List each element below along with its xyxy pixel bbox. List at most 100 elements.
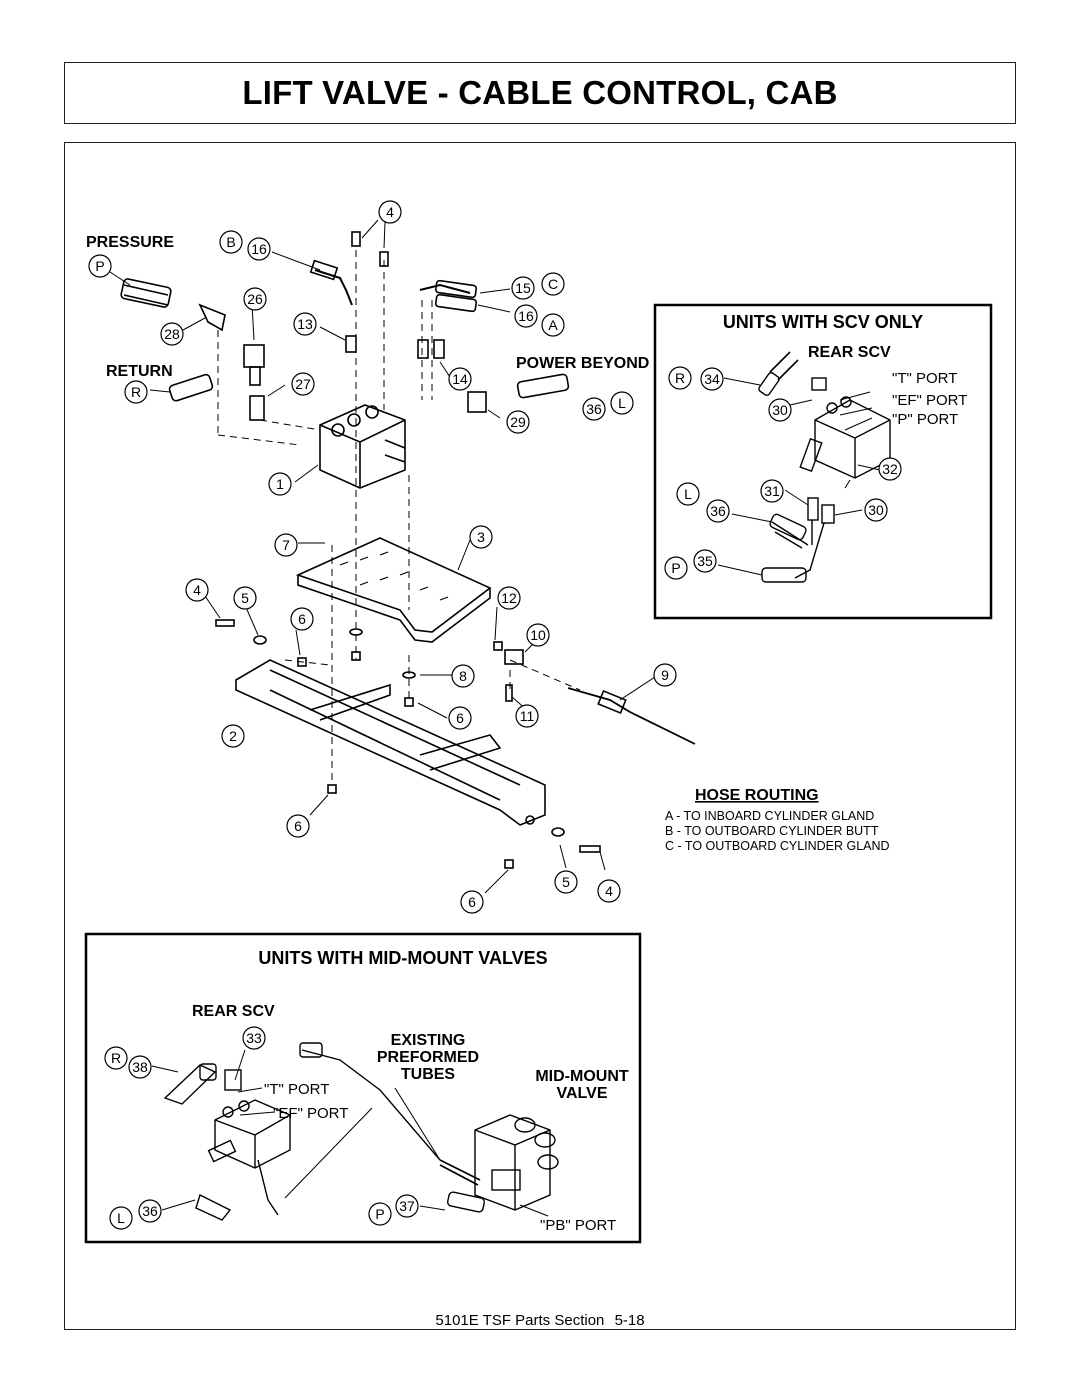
- main-callout-circle: [506, 410, 530, 434]
- main-callout-circle: [221, 724, 245, 748]
- mid-callout-label: L: [117, 1210, 125, 1226]
- main-callout-circle: [554, 870, 578, 894]
- main-callout-label: 3: [477, 529, 485, 545]
- main-callout-label: 12: [501, 590, 517, 606]
- scv-callout-label: 36: [710, 503, 726, 519]
- mid-callout-label: R: [111, 1050, 121, 1066]
- main-callout-circle: [124, 380, 148, 404]
- scv-callout-label: 32: [882, 461, 898, 477]
- scv-callout-label: 34: [704, 371, 720, 387]
- power-beyond-label: POWER BEYOND: [516, 355, 649, 372]
- mid-mount-box: [84, 932, 642, 1244]
- main-callout-label: 5: [241, 590, 249, 606]
- scv-callout-circle: [864, 498, 888, 522]
- main-callout-circle: [582, 397, 606, 421]
- mid-callout-circle: [395, 1194, 419, 1218]
- page-title: LIFT VALVE - CABLE CONTROL, CAB: [242, 74, 838, 111]
- main-callout-circle: [448, 367, 472, 391]
- main-callout-label: 8: [459, 668, 467, 684]
- mid-rear-scv-label: REAR SCV: [192, 1003, 275, 1020]
- hose-routing-line-a: A - TO INBOARD CYLINDER GLAND: [665, 809, 874, 823]
- main-callout-label: 4: [605, 883, 613, 899]
- main-callout-label: 14: [452, 371, 468, 387]
- main-callout-circle: [541, 272, 565, 296]
- mid-callout-circle: [368, 1202, 392, 1226]
- scv-callout-circle: [878, 457, 902, 481]
- hose-routing-line-b: B - TO OUTBOARD CYLINDER BUTT: [665, 824, 879, 838]
- main-callout-label: 7: [282, 537, 290, 553]
- main-callout-circle: [274, 533, 298, 557]
- main-callout-label: 1: [276, 476, 284, 492]
- scv-box-title: UNITS WITH SCV ONLY: [723, 312, 923, 332]
- scv-callout-circle: [760, 479, 784, 503]
- main-callout-label: 16: [251, 241, 267, 257]
- hose-routing-line-c: C - TO OUTBOARD CYLINDER GLAND: [665, 839, 890, 853]
- main-callout-circle: [247, 237, 271, 261]
- main-callout-label: B: [226, 234, 235, 250]
- mid-callout-label: 38: [132, 1059, 148, 1075]
- main-callout-label: R: [131, 384, 141, 400]
- main-callout-circle: [511, 276, 535, 300]
- mid-pb-port-label: "PB" PORT: [540, 1217, 616, 1234]
- main-callout-label: 9: [661, 667, 669, 683]
- scv-callout-label: 30: [772, 402, 788, 418]
- main-callout-circle: [233, 586, 257, 610]
- main-callout-label: 4: [193, 582, 201, 598]
- scv-rear-scv-label: REAR SCV: [808, 344, 891, 361]
- main-callout-circle: [293, 312, 317, 336]
- diagram-frame: [64, 142, 1016, 1330]
- scv-callout-circle: [668, 366, 692, 390]
- main-callout-label: 5: [562, 874, 570, 890]
- scv-callout-label: 35: [697, 553, 713, 569]
- scv-only-drawing: [717, 351, 891, 583]
- existing-label: EXISTING: [391, 1032, 466, 1049]
- scv-callout-circle: [706, 499, 730, 523]
- main-callout-circle: [653, 663, 677, 687]
- main-callout-circle: [291, 372, 315, 396]
- main-callout-circle: [541, 313, 565, 337]
- main-callout-circle: [290, 607, 314, 631]
- main-callout-label: 28: [164, 326, 180, 342]
- mid-mount-box-title: UNITS WITH MID-MOUNT VALVES: [258, 948, 547, 968]
- preformed-label: PREFORMED: [377, 1049, 479, 1066]
- main-callout-label: 2: [229, 728, 237, 744]
- main-callout-label: 10: [530, 627, 546, 643]
- main-callout-circle: [514, 304, 538, 328]
- main-callout-circle: [286, 814, 310, 838]
- main-callout-circle: [469, 525, 493, 549]
- main-callout-label: 6: [294, 818, 302, 834]
- main-callout-label: A: [548, 317, 558, 333]
- main-callout-label: 4: [386, 204, 394, 220]
- scv-callout-label: 30: [868, 502, 884, 518]
- main-callout-label: 26: [247, 291, 263, 307]
- main-callout-label: 36: [586, 401, 602, 417]
- main-callout-circle: [515, 704, 539, 728]
- mid-callout-label: 33: [246, 1030, 262, 1046]
- mid-ef-port-label: "EF" PORT: [273, 1105, 348, 1122]
- tubes-label: TUBES: [401, 1066, 456, 1083]
- scv-callout-circle: [664, 556, 688, 580]
- main-callout-label: 13: [297, 316, 313, 332]
- scv-callout-label: P: [671, 560, 680, 576]
- footer-doc-name: 5101E TSF Parts Section: [435, 1312, 605, 1329]
- return-label: RETURN: [106, 363, 173, 380]
- main-callout-label: 16: [518, 308, 534, 324]
- main-callout-circle: [526, 623, 550, 647]
- main-callout-circle: [610, 391, 634, 415]
- mid-mount-label: MID-MOUNT: [535, 1068, 629, 1085]
- scv-callout-circle: [700, 367, 724, 391]
- scv-callout-circle: [693, 549, 717, 573]
- main-callout-label: C: [548, 276, 558, 292]
- main-callout-circle: [160, 322, 184, 346]
- scv-callout-label: L: [684, 486, 692, 502]
- mid-callout-circle: [138, 1199, 162, 1223]
- mid-callout-label: P: [375, 1206, 384, 1222]
- main-callout-label: 11: [520, 708, 535, 724]
- valve-label: VALVE: [557, 1085, 608, 1102]
- main-callout-label: 15: [515, 280, 531, 296]
- main-callout-circle: [243, 287, 267, 311]
- scv-p-port-label: "P" PORT: [892, 411, 958, 428]
